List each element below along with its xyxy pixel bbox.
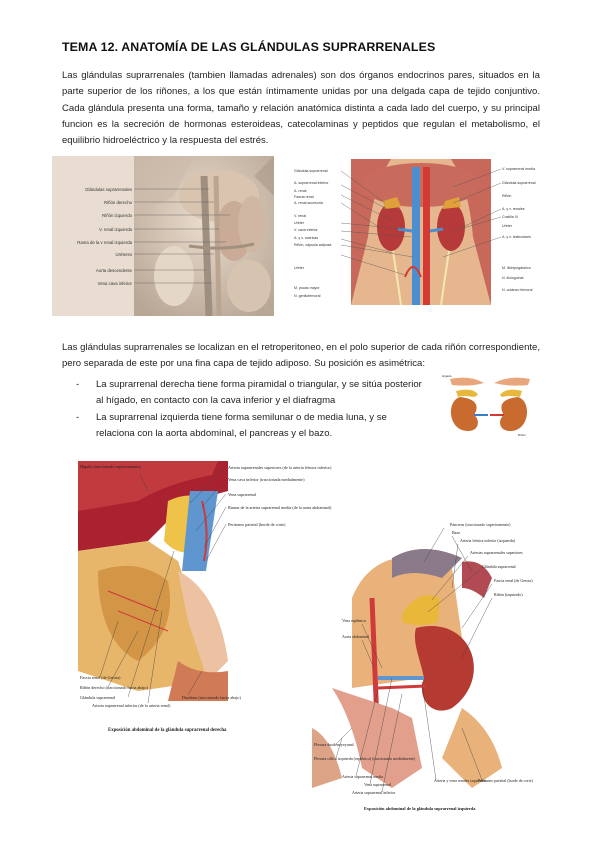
fig5-label: Glándula suprarrenal [482,564,517,569]
list-item: -La suprarrenal derecha tiene forma pira… [76,379,422,407]
fig2-label: Uréter [294,266,305,270]
fig5-caption: Exposición abdominal de la glándula supr… [364,806,476,811]
location-paragraph: Las glándulas suprarrenales se localizan… [62,342,540,370]
fig5-label: Fascia renal (de Gerota) [494,578,533,583]
fig5-label: Vena esplénica [342,618,366,623]
fig2-label: V. cava inferior [294,228,318,232]
fig2-label: M. iliohipogástrico [502,266,531,270]
fig5-label: Riñón (izquierdo) [494,592,523,597]
fig5-label: Flexura cólica izquierda (esplénica) (tr… [314,756,416,761]
fig5-label: Peritoneo parietal (borde de corte) [478,778,534,783]
fig2-label: Riñón [502,194,511,198]
fig3-label: Hígado [442,374,452,378]
dissection-photo-figure [134,156,274,316]
fig2-label: V. renal [294,214,306,218]
retroperitoneum-illustration-figure: Glándula suprarrenal A. suprarrenal infe… [293,157,543,307]
fig2-label: A. renal [294,189,307,193]
fig2-label: A. suprarrenal inferior [294,181,329,185]
kidney-pair-illustration: Hígado Riñón [440,373,538,437]
fig1-label: Riñón derecho [104,200,133,205]
fig4-label: Fascia renal (de Gerota) [80,675,121,680]
fig4-label: Arteria suprarrenales superiores (de la … [228,465,332,470]
fig2-label: M. psoas mayor [294,286,320,290]
fig4-label: Peritoneo parietal (borde de corte) [228,522,286,527]
fig4-label: Vena cava inferior (traccionada medialme… [228,477,305,482]
fig5-label: Vena suprarrenal [364,782,392,787]
fig4-label: Arteria suprarrenal inferior (de la arte… [92,703,171,708]
left-adrenal-exposure-figure: Páncreas (traccionado superiormente) Baz… [312,518,542,814]
fig1-label: Vena cava inferior [98,281,133,286]
fig5-label: Flexura duodenoyeyunal [314,742,355,747]
fig5-label: Arteria suprarrenal inferior [352,790,396,795]
fig2-label: N. ilioinguinal [502,276,524,280]
intro-paragraph: Las glándulas suprarrenales (tambien lla… [62,70,540,147]
fig4-label: Glándula suprarrenal [80,695,116,700]
fig2-label: Uréter [502,224,513,228]
fig5-label: Arterias suprarrenales superiores [470,550,523,555]
dissection-photo-label-area: Glándulas suprarrenales Riñón derecho Ri… [52,156,134,316]
list-item: -La suprarrenal izquierda tiene forma se… [76,411,387,439]
fig4-label: Riñón derecho (traccionado hacia abajo) [80,685,149,690]
fig2-label: Costilla XI [502,215,518,219]
fig4-caption: Exposición abdominal de la glándula supr… [108,728,227,733]
fig2-label: Glándula suprarrenal [502,181,536,185]
fig2-label: A. y v. renales [502,207,525,211]
fig2-label: A. y v. testiculares [502,235,531,239]
fig1-label: Riñón izquierdo [102,213,132,218]
fig2-label: A. renal accesoria [294,201,323,205]
fig2-label: Glándula suprarrenal [294,169,328,173]
fig1-label: Aorta descendente [96,268,133,273]
fig2-label: N. genitofemoral [294,294,321,298]
fig5-label: Aorta abdominal [342,634,370,639]
fig5-label: Arteria suprarrenal media [342,774,383,779]
fig5-label: Páncreas (traccionado superiormente) [450,522,511,527]
fig4-label: Duodeno (traccionado hacia abajo) [182,695,241,700]
fig2-label: Riñón, cápsula adiposa [294,243,331,247]
fig5-label: Arteria y vena renales izquierdas [434,778,487,783]
fig4-label: Vena suprarrenal [228,492,257,497]
page-title: TEMA 12. ANATOMÍA DE LAS GLÁNDULAS SUPRA… [62,40,436,54]
fig1-label: Uréteres [116,252,132,257]
fig2-label: N. cutáneo femoral [502,288,533,292]
asymmetry-list: -La suprarrenal derecha tiene forma pira… [62,377,422,442]
fig4-label: Hígado (traccionado superiormente) [80,464,141,469]
fig5-label: Arteria frénica inferior (izquierda) [460,538,516,543]
fig2-label: Uréter [294,221,305,225]
fig5-label: Bazo [452,530,460,535]
fig2-label: V. suprarrenal media [502,167,535,171]
fig3-label: Riñón [518,433,526,437]
fig2-label: A. y v. ováricas [294,236,318,240]
fig4-label: Ramas de la arteria suprarrenal media (d… [228,505,332,510]
fig1-label: V. renal izquierda [99,227,133,232]
right-adrenal-exposure-figure: Hígado (traccionado superiormente) Arter… [78,461,350,746]
fig2-label: Fascia renal [294,195,314,199]
fig1-label: Rama de la v renal izquierda [77,240,132,245]
fig1-label: Glándulas suprarrenales [85,187,132,192]
